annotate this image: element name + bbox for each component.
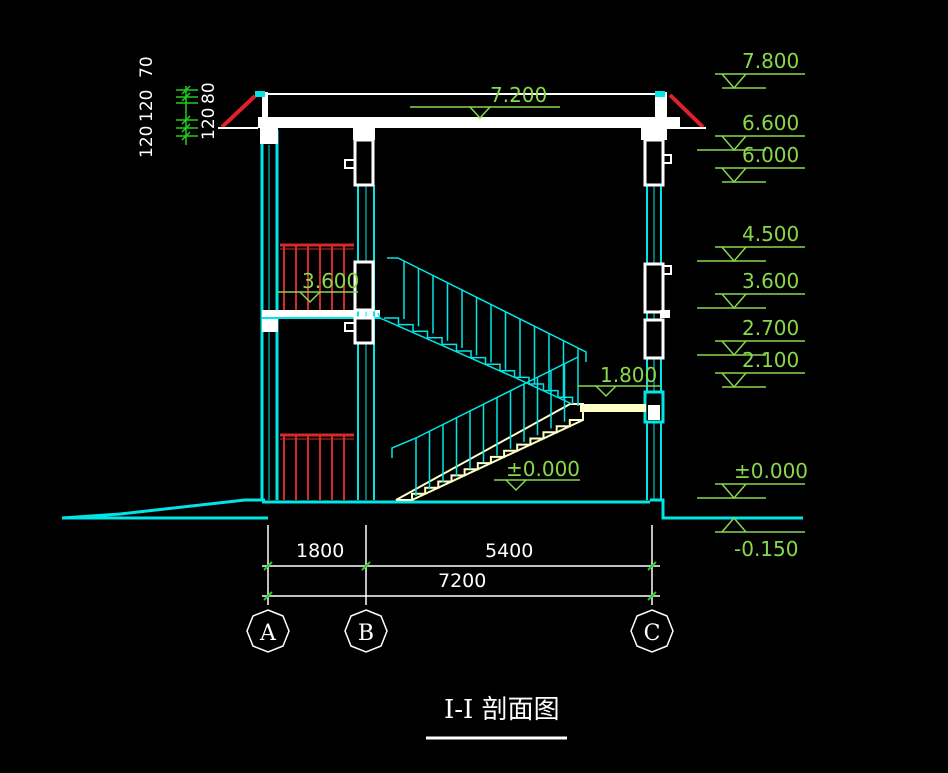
level-2100: 2.100: [742, 348, 799, 372]
level-3600: 3.600: [742, 269, 799, 293]
inner-level-ground: ±0.000: [506, 457, 580, 481]
roof-dim-120-c: 120: [199, 108, 219, 140]
column-b: [344, 128, 375, 500]
dim-1800: 1800: [296, 540, 344, 562]
roof-eave: [220, 93, 705, 129]
axis-a: A: [246, 609, 290, 653]
upper-railing: [280, 243, 354, 310]
roof-edge-dimension: [176, 85, 198, 145]
upper-stair-flight: [377, 257, 587, 406]
level-minus-0150: -0.150: [734, 537, 798, 561]
beam-section: [260, 128, 278, 144]
inner-level-7200: 7.200: [490, 83, 547, 107]
dim-5400: 5400: [485, 540, 533, 562]
dimension-lines: [262, 525, 660, 605]
level-6600: 6.600: [742, 111, 799, 135]
level-2700: 2.700: [742, 316, 799, 340]
roof-dim-80: 80: [199, 82, 219, 104]
roof-dim-70: 70: [137, 56, 157, 78]
lower-stair-flight: [395, 403, 584, 501]
roof-slab: [255, 91, 680, 128]
inner-level-3600: 3.600: [302, 269, 359, 293]
inner-level-markers: [278, 106, 660, 492]
inner-level-1800: 1.800: [600, 363, 657, 387]
axis-c-label: C: [644, 621, 661, 646]
ground-line: [61, 498, 803, 520]
column-c: [641, 128, 672, 500]
axis-a-label: A: [259, 621, 277, 646]
axis-b: B: [344, 609, 388, 653]
roof-dim-120-b: 120: [137, 126, 157, 158]
level-4500: 4.500: [742, 222, 799, 246]
level-6000: 6.000: [742, 143, 799, 167]
dimension-ticks: [263, 561, 657, 601]
roof-dim-120-a: 120: [137, 90, 157, 122]
lower-railing: [280, 433, 354, 500]
dim-total-7200: 7200: [438, 570, 486, 592]
stair-landing: [580, 404, 646, 412]
level-7800: 7.800: [742, 49, 799, 73]
drawing-title: I-I 剖面图: [444, 695, 560, 725]
lower-handrail: [391, 356, 579, 496]
level-ground: ±0.000: [734, 459, 808, 483]
axis-b-label: B: [358, 621, 374, 646]
axis-c: C: [630, 609, 674, 653]
level-markers-right: [697, 73, 805, 533]
